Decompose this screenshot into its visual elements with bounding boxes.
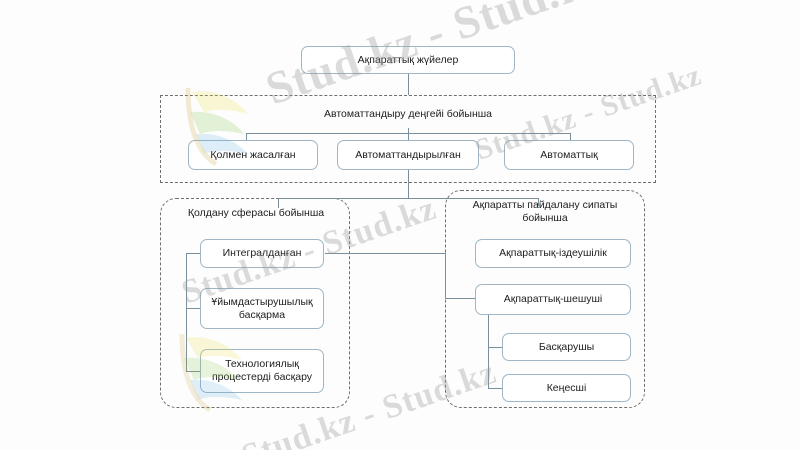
node-integrated[interactable]: Интегралданған — [200, 239, 324, 268]
node-info-decision[interactable]: Ақпараттық-шешуші — [475, 284, 631, 315]
connector-decision-to-advisory — [488, 388, 502, 389]
connector-character-to-decision — [445, 298, 475, 299]
node-org-management[interactable]: Ұйымдастырушылық басқарма — [200, 288, 324, 329]
group-automation-level-label: Автоматтандыру деңгейі бойынша — [323, 108, 493, 120]
node-automated[interactable]: Автоматтандырылған — [337, 140, 479, 170]
node-info-search[interactable]: Ақпараттық-іздеушілік — [475, 239, 631, 268]
node-root[interactable]: Ақпараттық жүйелер — [301, 46, 515, 74]
node-advisory[interactable]: Кеңесші — [502, 374, 631, 402]
node-tech-process[interactable]: Технологиялық процестерді басқару — [200, 349, 324, 393]
connector-character-spine — [445, 253, 446, 298]
connector-usage-spine — [186, 253, 187, 371]
connector-to-character-group — [538, 198, 539, 206]
connector-decision-spine — [488, 315, 489, 388]
connector-root-to-automation — [408, 73, 409, 95]
connector-automated-down — [408, 170, 409, 198]
connector-groups-bridge — [325, 253, 445, 254]
connector-to-usage-group — [278, 198, 279, 208]
node-manual[interactable]: Қолмен жасалған — [188, 140, 318, 170]
group-info-usage-character — [445, 190, 645, 408]
connector-lower-bus — [278, 198, 538, 199]
connector-decision-to-managing — [488, 347, 502, 348]
node-managing[interactable]: Басқарушы — [502, 333, 631, 361]
connector-automation-to-automated — [408, 128, 409, 147]
connector-usage-to-org — [186, 308, 200, 309]
group-usage-sphere — [160, 198, 350, 408]
group-info-usage-character-label: Ақпаратты пайдалану сипаты бойынша — [472, 199, 618, 224]
connector-usage-to-tech — [186, 371, 200, 372]
group-usage-sphere-label: Қолдану сферасы бойынша — [187, 207, 325, 219]
connector-usage-to-integrated — [186, 253, 200, 254]
node-automatic[interactable]: Автоматтық — [504, 140, 634, 170]
